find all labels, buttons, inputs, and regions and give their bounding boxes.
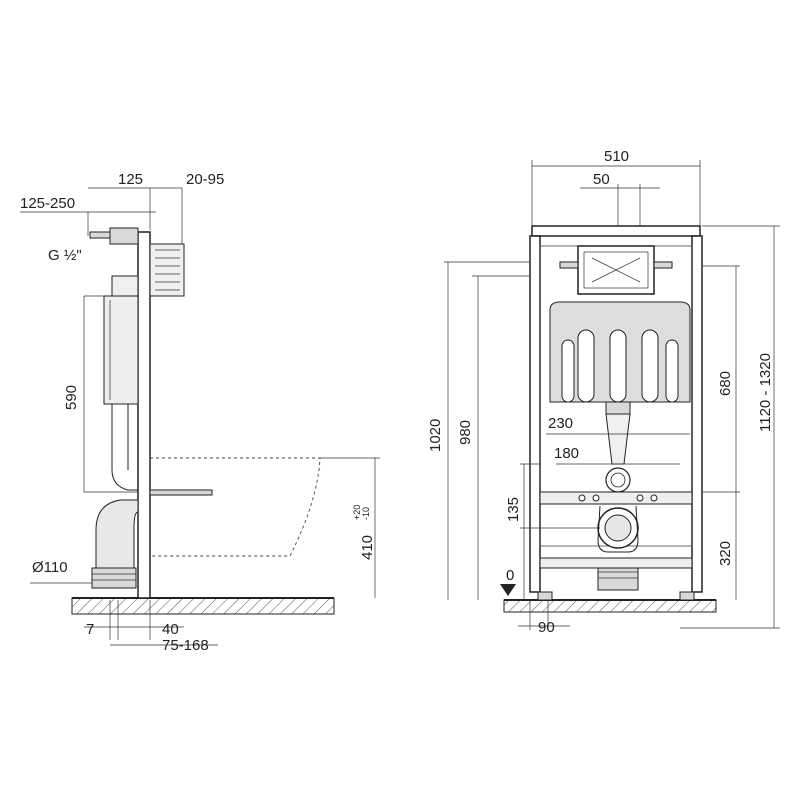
front-right-upright [691, 235, 703, 593]
side-frame-upright [137, 231, 151, 599]
front-top-rail [531, 225, 701, 237]
dim-320: 320 [717, 541, 734, 566]
dim-410: 410 [359, 535, 376, 560]
dim-1020: 1020 [427, 419, 444, 452]
side-floor [71, 597, 335, 615]
dim-40: 40 [162, 621, 179, 638]
dim-510: 510 [604, 148, 629, 165]
front-floor [503, 599, 717, 613]
side-drain-bend [95, 499, 139, 571]
dim-1120-1320: 1120 - 1320 [757, 353, 774, 432]
dim-125-250: 125-250 [20, 195, 75, 212]
dim-410-tol-upper: +20 [352, 505, 362, 520]
floor-level-label: 0 [506, 567, 514, 584]
dim-90: 90 [538, 619, 555, 636]
dim-7: 7 [86, 621, 94, 638]
front-view [444, 160, 780, 630]
front-left-upright [529, 235, 541, 593]
dim-135: 135 [505, 497, 522, 522]
water-connection-label: G ½" [48, 247, 82, 264]
side-toilet-bowl [150, 457, 321, 557]
dim-680: 680 [717, 371, 734, 396]
side-cistern [103, 295, 139, 405]
dim-125: 125 [118, 171, 143, 188]
front-actuator-opening [577, 245, 655, 295]
floor-level-marker [500, 584, 516, 596]
side-view [20, 187, 380, 646]
dim-75-168: 75-168 [162, 637, 209, 654]
dim-980: 980 [457, 420, 474, 445]
pipe-diameter: Ø110 [32, 559, 68, 576]
dim-20-95: 20-95 [186, 171, 224, 188]
dim-410-tol-lower: -10 [361, 507, 371, 520]
dim-590: 590 [63, 385, 80, 410]
dim-230: 230 [548, 415, 573, 432]
dim-180: 180 [554, 445, 579, 462]
dim-50: 50 [593, 171, 610, 188]
